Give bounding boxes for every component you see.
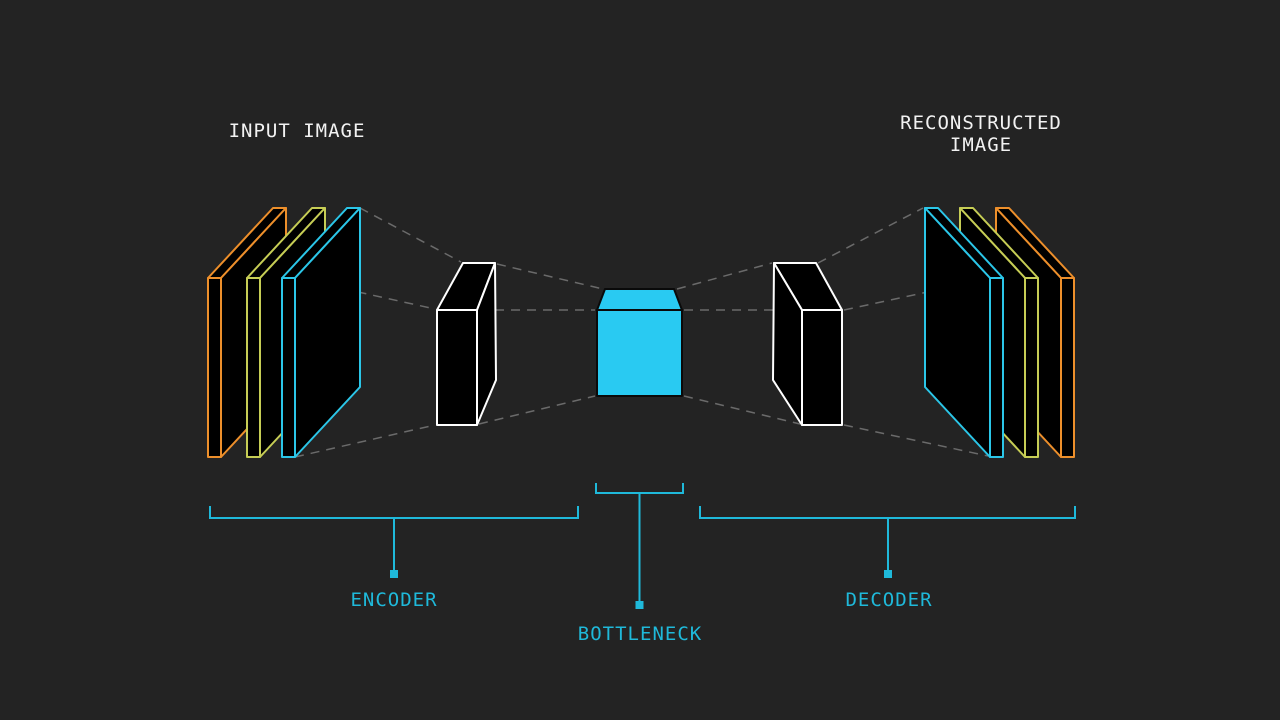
bottleneck-cube xyxy=(596,288,683,397)
decoder-stem-square xyxy=(884,570,892,578)
encoder-layer-stack xyxy=(207,207,361,458)
decoder-hidden-box xyxy=(772,262,843,426)
dashed-line-right-top-2 xyxy=(817,207,924,264)
reconstructed-label-line1: RECONSTRUCTED xyxy=(900,112,1062,134)
dashed-line-right-bottom-1 xyxy=(683,395,801,425)
bottleneck-label: BOTTLENECK xyxy=(577,623,703,645)
encoder-bracket xyxy=(209,506,579,578)
bottleneck-stem-square xyxy=(635,601,644,609)
reconstructed-label-line2: IMAGE xyxy=(949,134,1013,156)
bottleneck-top-face xyxy=(596,288,683,311)
bottleneck-front-face xyxy=(596,309,683,397)
dashed-line-left-bottom-2 xyxy=(478,395,596,425)
input-image-label: INPUT IMAGE xyxy=(228,120,366,142)
decoder-label: DECODER xyxy=(845,589,933,611)
bottleneck-bracket xyxy=(595,483,684,609)
encoder-label: ENCODER xyxy=(350,589,438,611)
dashed-line-right-bottom-2 xyxy=(843,424,989,457)
dashed-line-left-top-2 xyxy=(496,263,604,290)
decoder-layer-stack xyxy=(924,207,1075,458)
decoder-bracket xyxy=(699,506,1076,578)
dashed-line-right-mid-2 xyxy=(843,278,989,311)
dashed-line-left-top-1 xyxy=(359,207,462,263)
encoder-hidden-box xyxy=(436,262,497,426)
encoder-stem-square xyxy=(390,570,398,578)
dashed-line-right-top-1 xyxy=(676,262,773,290)
encoder-layer-cyan xyxy=(281,207,361,458)
decoder-layer-cyan xyxy=(924,207,1004,458)
dashed-line-left-bottom-1 xyxy=(294,424,436,458)
